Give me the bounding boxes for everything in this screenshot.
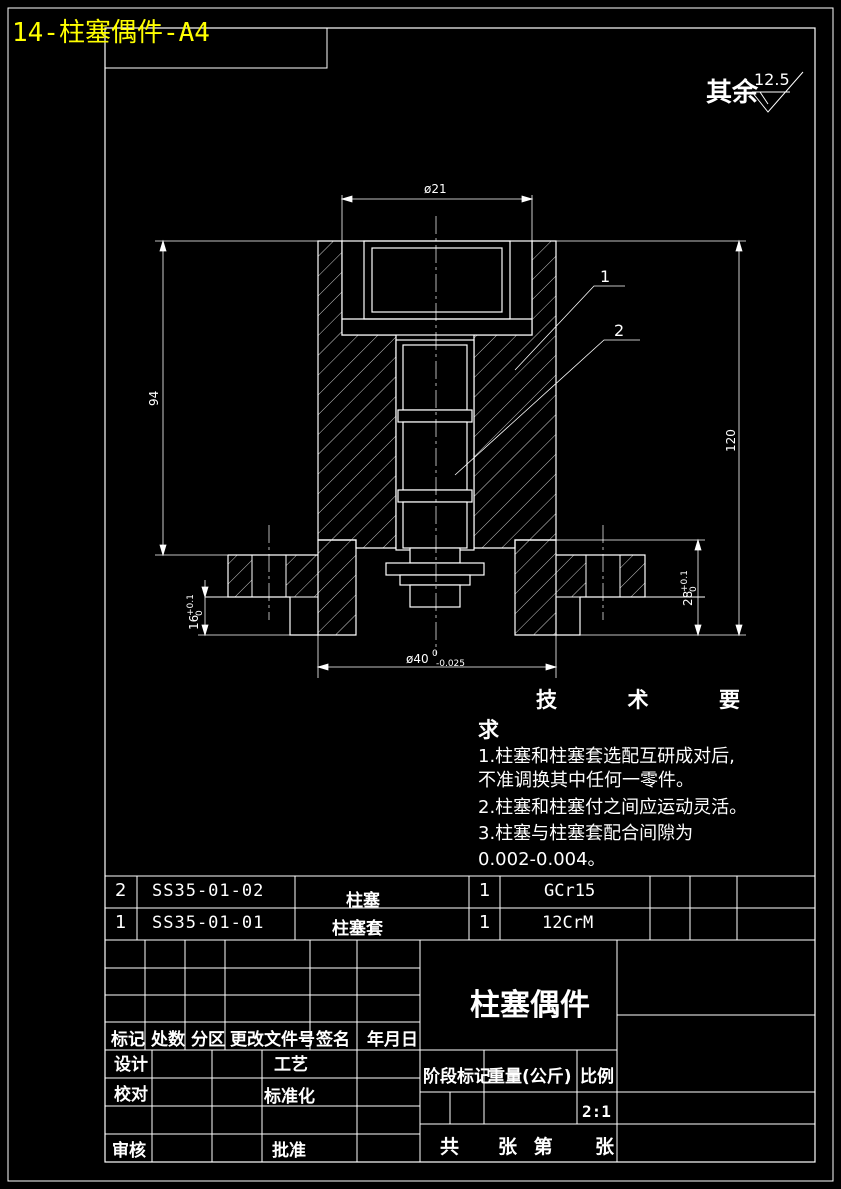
bom-row-1-material: 12CrM	[542, 913, 594, 933]
review-label: 审核	[112, 1141, 146, 1161]
bom-row-2-name: 柱塞	[346, 891, 380, 911]
svg-text:0: 0	[195, 610, 205, 616]
roughness-symbol	[751, 71, 804, 113]
bom-row-1-no: 1	[115, 912, 127, 933]
tech-req-item: 不准调换其中任何一零件。	[478, 770, 694, 791]
standard-label: 标准化	[264, 1087, 315, 1107]
check-label: 校对	[114, 1085, 148, 1105]
dim-right-height: 120	[724, 429, 738, 452]
code-box	[104, 27, 328, 69]
rev-header: 分区	[191, 1030, 225, 1050]
rev-header: 更改文件号	[230, 1030, 315, 1050]
tech-req-item: 1.柱塞和柱塞套选配互研成对后,	[478, 746, 735, 767]
approve-label: 批准	[272, 1141, 306, 1161]
inner-frame	[104, 27, 816, 1163]
tech-req-item: 0.002-0.004。	[478, 849, 606, 870]
leader-label-1: 1	[600, 267, 610, 286]
roughness-label: 其余	[706, 78, 759, 108]
scale-value: 2:1	[582, 1102, 611, 1121]
top-bore	[341, 240, 533, 336]
bom-row-1-code: SS35-01-01	[152, 913, 265, 933]
dimension-lines	[155, 195, 746, 678]
rev-header: 标记	[111, 1030, 145, 1050]
svg-text:-0.025: -0.025	[436, 659, 465, 669]
svg-text:+0.1: +0.1	[186, 594, 196, 616]
rev-header: 处数	[151, 1030, 185, 1050]
tech-req-heading-char: 技	[536, 688, 557, 712]
dim-left-height: 94	[147, 391, 161, 406]
tech-req-item: 3.柱塞与柱塞套配合间隙为	[478, 823, 694, 844]
dim-right-flange: 28 +0.1 0	[680, 570, 699, 606]
leader-lines	[454, 285, 640, 476]
svg-text:0: 0	[432, 649, 438, 659]
sheet-title-tag: 14-柱塞偶件-A4	[12, 18, 210, 48]
dim-left-flange: 16 +0.1 0	[186, 594, 205, 630]
sheets-end: 张	[595, 1136, 615, 1158]
dim-bottom-dia: ø40 0 -0.025	[406, 649, 465, 669]
bom-row-2-qty: 1	[479, 880, 491, 901]
bom-row-1-qty: 1	[479, 912, 491, 933]
tech-req-heading-char: 要	[719, 688, 740, 712]
tech-req-heading-tail: 求	[478, 718, 499, 742]
tech-req-heading-char: 术	[627, 688, 649, 712]
tech-req-item: 2.柱塞和柱塞付之间应运动灵活。	[478, 797, 748, 818]
sleeve-section	[205, 240, 705, 636]
center-lines	[268, 216, 604, 655]
plunger	[385, 339, 485, 608]
bom-row-1-name: 柱塞套	[332, 919, 383, 939]
svg-text:28: 28	[681, 591, 695, 606]
weight-label: 重量(公斤)	[488, 1067, 572, 1087]
stage-mark-label: 阶段标记	[423, 1067, 491, 1087]
process-label: 工艺	[274, 1055, 308, 1075]
sheets-mid: 张 第	[498, 1136, 553, 1158]
tech-req-heading: 技 术 要	[478, 684, 740, 714]
sheets-total: 共	[440, 1136, 460, 1158]
design-label: 设计	[114, 1055, 148, 1075]
leader-label-2: 2	[614, 321, 624, 340]
bom-row-2-no: 2	[115, 880, 127, 901]
svg-text:+0.1: +0.1	[680, 570, 690, 592]
roughness-value: 12.5	[754, 70, 790, 89]
svg-text:ø40: ø40	[406, 652, 429, 666]
svg-text:16: 16	[187, 615, 201, 630]
svg-text:0: 0	[689, 586, 699, 592]
drawing-name: 柱塞偶件	[470, 988, 590, 1023]
scale-label: 比例	[580, 1067, 614, 1087]
title-block	[105, 940, 815, 1162]
bom-row-2-code: SS35-01-02	[152, 881, 265, 901]
dim-top-bore: ø21	[424, 182, 447, 196]
rev-header: 签名	[316, 1030, 350, 1050]
bom-table	[105, 875, 815, 941]
rev-header: 年月日	[367, 1030, 418, 1050]
outer-frame	[7, 7, 834, 1182]
bom-row-2-material: GCr15	[544, 881, 596, 901]
